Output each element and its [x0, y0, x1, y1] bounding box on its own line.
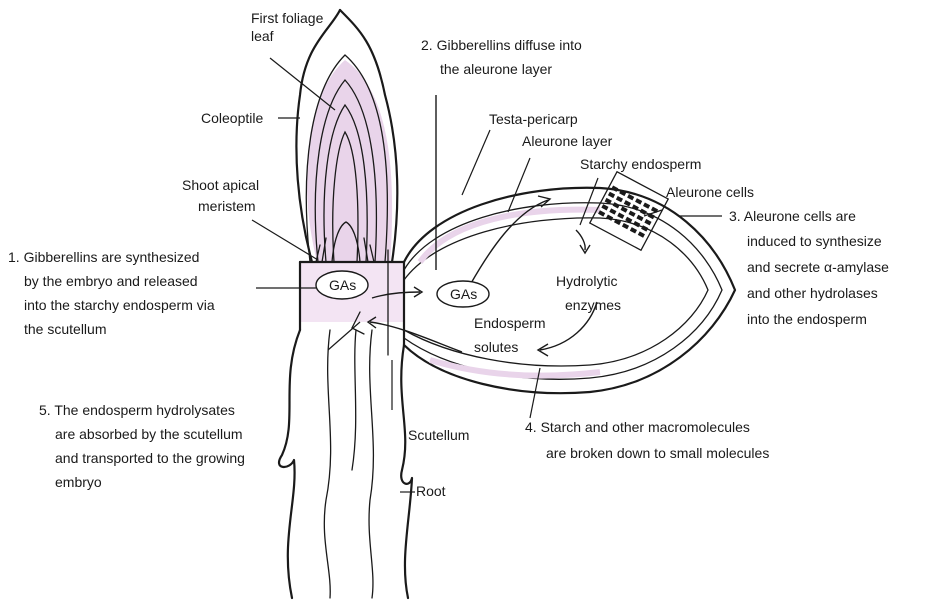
- scutellum-band: [300, 250, 404, 355]
- step5-line-4: embryo: [55, 474, 102, 490]
- step2-line-2: the aleurone layer: [440, 61, 552, 77]
- aleurone-cell: [635, 198, 642, 204]
- coleoptile-label: Coleoptile: [201, 110, 263, 126]
- step1-line-3: into the starchy endosperm via: [24, 297, 215, 313]
- aleurone-cell: [636, 215, 643, 221]
- aleurone-cell: [633, 221, 640, 227]
- step1-line-1: 1. Gibberellins are synthesized: [8, 249, 199, 265]
- step4-line-1: 4. Starch and other macromolecules: [525, 419, 750, 435]
- first-foliage-leaf-label-1: First foliage: [251, 10, 324, 26]
- aleurone-cell: [627, 194, 634, 200]
- shoot-apical-meristem-label-2: meristem: [198, 198, 256, 214]
- gas-embryo-label: GAs: [329, 277, 356, 293]
- labels: First foliage leaf Coleoptile Shoot apic…: [8, 10, 889, 499]
- root-vascular: [352, 330, 356, 470]
- step5-line-2: are absorbed by the scutellum: [55, 426, 243, 442]
- hydrolytic-enzymes-label-1: Hydrolytic: [556, 273, 617, 289]
- aleurone-cell: [606, 214, 613, 220]
- root-inner-right: [369, 330, 373, 598]
- starchy-endosperm-label: Starchy endosperm: [580, 156, 701, 172]
- step3-line-2: induced to synthesize: [747, 233, 882, 249]
- step3-line-4: and other hydrolases: [747, 285, 878, 301]
- aleurone-cell: [601, 204, 608, 210]
- endosperm-solutes-label-2: solutes: [474, 339, 518, 355]
- root: [279, 312, 412, 598]
- aleurone-cell: [613, 202, 620, 208]
- coleoptile-shading: [307, 60, 392, 265]
- step3-line-3: and secrete α-amylase: [747, 259, 889, 275]
- aleurone-cell: [638, 231, 645, 237]
- aleurone-cell: [617, 213, 624, 219]
- aleurone-cell: [616, 196, 623, 202]
- first-foliage-leaf-label-2: leaf: [251, 28, 274, 44]
- shoot-apical-meristem-label-1: Shoot apical: [182, 177, 259, 193]
- aleurone-cells: [590, 172, 668, 250]
- aleurone-cell: [609, 208, 616, 214]
- aleurone-cell: [608, 192, 615, 198]
- aleurone-cell: [630, 227, 637, 233]
- arrow-solutes-to-scutellum: [370, 322, 462, 352]
- root-inner-left: [324, 330, 330, 598]
- root-right-edge: [401, 345, 412, 598]
- aleurone-cell: [643, 202, 650, 208]
- step3-line-1: 3. Aleurone cells are: [729, 208, 856, 224]
- step3-line-5: into the endosperm: [747, 311, 867, 327]
- hydrolytic-enzymes-label-2: enzymes: [565, 297, 621, 313]
- aleurone-layer-label: Aleurone layer: [522, 133, 613, 149]
- aleurone-cells-label: Aleurone cells: [666, 184, 754, 200]
- step1-line-2: by the embryo and released: [24, 273, 198, 289]
- step5-line-3: and transported to the growing: [55, 450, 245, 466]
- step1-line-4: the scutellum: [24, 321, 106, 337]
- aleurone-cell: [640, 209, 647, 215]
- scutellum-label: Scutellum: [408, 427, 469, 443]
- gas-endosperm-label: GAs: [450, 286, 477, 302]
- embryo-shoot: [296, 10, 397, 265]
- root-label: Root: [416, 483, 446, 499]
- aleurone-cell: [628, 211, 635, 217]
- endosperm-solutes-label-1: Endosperm: [474, 315, 546, 331]
- step4-line-2: are broken down to small molecules: [546, 445, 769, 461]
- aleurone-cell: [644, 219, 651, 225]
- aleurone-cell: [624, 200, 631, 206]
- step5-line-1: 5. The endosperm hydrolysates: [39, 402, 235, 418]
- aleurone-cell: [622, 223, 629, 229]
- root-left-edge: [279, 330, 300, 598]
- step2-line-1: 2. Gibberellins diffuse into: [421, 37, 582, 53]
- testa-pericarp-label: Testa-pericarp: [489, 111, 578, 127]
